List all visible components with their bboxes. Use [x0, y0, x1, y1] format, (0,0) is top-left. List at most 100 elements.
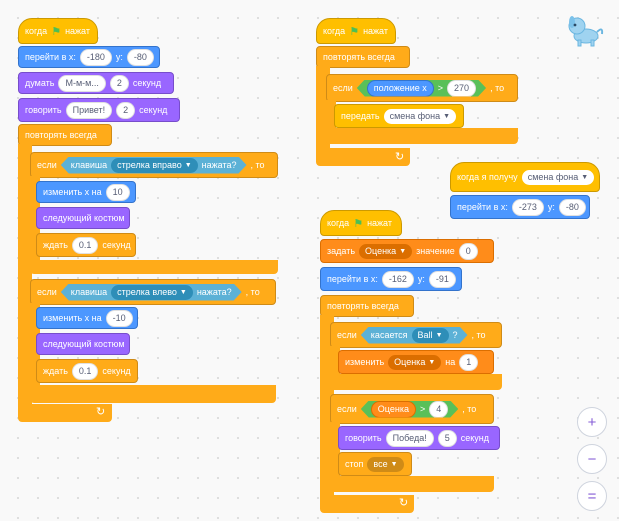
hat-label: когда: [327, 218, 350, 228]
when-flag-clicked-hat[interactable]: когда ⚑ нажат: [18, 18, 98, 44]
variable-dropdown[interactable]: Оценка▼: [388, 354, 442, 370]
touching-condition[interactable]: касается Ball▼ ?: [361, 327, 468, 344]
wait-label: ждать: [43, 240, 68, 250]
wait-block[interactable]: ждать 0.1 секунд: [36, 233, 136, 257]
broadcast-block[interactable]: передать смена фона▼: [334, 104, 464, 128]
goto-xy-block[interactable]: перейти в x: -162 y: -91: [320, 267, 462, 291]
zoom-out-button[interactable]: −: [577, 444, 607, 474]
think-for-secs-block[interactable]: думать М-м-м... 2 секунд: [18, 72, 174, 94]
key-dropdown[interactable]: стрелка влево▼: [111, 285, 193, 300]
key-dropdown[interactable]: стрелка вправо▼: [111, 158, 198, 173]
change-variable-block[interactable]: изменить Оценка▼ на 1: [338, 350, 494, 374]
when-flag-clicked-hat[interactable]: когда ⚑ нажат: [316, 18, 396, 44]
zoom-in-icon: +: [587, 413, 597, 431]
set-variable-block[interactable]: задать Оценка▼ значение 0: [320, 239, 494, 263]
if-then-block-2[interactable]: если Оценка > 4 , то: [330, 394, 494, 424]
if-footer: [330, 374, 502, 390]
hat-label-2: нажат: [367, 218, 392, 228]
loop-arrow-icon: ↻: [96, 406, 106, 418]
goto-x-input[interactable]: -162: [381, 270, 414, 288]
stop-dropdown[interactable]: все▼: [367, 456, 404, 472]
think-secs-input[interactable]: 2: [109, 74, 129, 92]
when-i-receive-hat[interactable]: когда я получу смена фона▼: [450, 162, 600, 192]
if-then-block[interactable]: если клавиша стрелка вправо▼ нажата? , т…: [30, 152, 278, 178]
forever-footer[interactable]: [316, 148, 410, 166]
set-value-input[interactable]: 0: [458, 242, 478, 260]
forever-label: повторять всегда: [327, 301, 399, 311]
say-secs-input[interactable]: 2: [116, 101, 136, 119]
x-position-reporter[interactable]: положение x: [367, 80, 434, 97]
goto-x-input[interactable]: -273: [511, 198, 544, 216]
goto-y-label: y:: [417, 274, 425, 284]
dropdown-caret-icon: ▼: [581, 173, 589, 181]
pressed-label: нажата?: [201, 160, 237, 170]
say-text-input[interactable]: Привет!: [65, 101, 113, 119]
forever-block[interactable]: повторять всегда: [316, 46, 410, 68]
say-text-input[interactable]: Победа!: [385, 429, 434, 447]
broadcast-dropdown[interactable]: смена фона▼: [383, 108, 457, 124]
green-flag-icon: ⚑: [353, 217, 364, 230]
greater-than-condition[interactable]: положение x > 270: [357, 80, 486, 97]
goto-xy-block[interactable]: перейти в x: -273 y: -80: [450, 195, 590, 219]
say-for-secs-block[interactable]: говорить Победа! 5 секунд: [338, 426, 500, 450]
goto-y-input[interactable]: -91: [428, 270, 456, 288]
forever-block[interactable]: повторять всегда: [18, 124, 112, 146]
wait-input[interactable]: 0.1: [71, 362, 99, 380]
gt-value-input[interactable]: 4: [429, 401, 448, 418]
wait-input[interactable]: 0.1: [71, 236, 99, 254]
goto-y-input[interactable]: -80: [126, 48, 154, 66]
wait-secs-label: секунд: [102, 240, 131, 250]
if-label: если: [337, 330, 357, 340]
key-pressed-condition[interactable]: клавиша стрелка вправо▼ нажата?: [61, 157, 247, 174]
forever-label: повторять всегда: [323, 52, 395, 62]
key-label: клавиша: [70, 287, 108, 297]
goto-y-input[interactable]: -80: [558, 198, 586, 216]
say-secs-input[interactable]: 5: [437, 429, 457, 447]
broadcast-label: передать: [341, 111, 380, 121]
say-for-secs-block[interactable]: говорить Привет! 2 секунд: [18, 98, 180, 122]
forever-block[interactable]: повторять всегда: [320, 295, 414, 317]
dropdown-caret-icon: ▼: [390, 460, 398, 468]
change-x-block[interactable]: изменить х на -10: [36, 307, 138, 329]
wait-block[interactable]: ждать 0.1 секунд: [36, 359, 138, 383]
when-flag-clicked-hat[interactable]: когда ⚑ нажат: [320, 210, 402, 236]
next-costume-block[interactable]: следующий костюм: [36, 207, 130, 229]
message-dropdown[interactable]: смена фона▼: [521, 169, 595, 185]
forever-label: повторять всегда: [25, 130, 97, 140]
change-x-input[interactable]: 10: [105, 183, 130, 201]
score-reporter[interactable]: Оценка: [371, 401, 416, 418]
think-text-input[interactable]: М-м-м...: [58, 74, 106, 92]
if-arm: [330, 422, 340, 478]
gt-value-input[interactable]: 270: [447, 80, 476, 97]
forever-footer[interactable]: [320, 495, 414, 513]
hat-label-2: нажат: [65, 26, 90, 36]
variable-dropdown[interactable]: Оценка▼: [359, 243, 413, 259]
if-then-block-2[interactable]: если клавиша стрелка влево▼ нажата? , то: [30, 279, 276, 305]
goto-label: перейти в x:: [457, 202, 508, 212]
dropdown-caret-icon: ▼: [428, 358, 436, 366]
think-label: думать: [25, 78, 55, 88]
key-value: стрелка вправо: [117, 160, 182, 170]
dropdown-caret-icon: ▼: [435, 331, 443, 339]
if-then-block[interactable]: если положение x > 270 , то: [326, 74, 518, 102]
change-x-input[interactable]: -10: [105, 309, 133, 327]
if-then-block[interactable]: если касается Ball▼ ? , то: [330, 322, 502, 348]
dropdown-caret-icon: ▼: [179, 288, 187, 296]
next-costume-block[interactable]: следующий костюм: [36, 333, 130, 355]
touching-dropdown[interactable]: Ball▼: [412, 328, 449, 343]
goto-xy-block[interactable]: перейти в x: -180 y: -80: [18, 46, 160, 68]
goto-x-input[interactable]: -180: [79, 48, 112, 66]
zoom-reset-button[interactable]: =: [577, 481, 607, 511]
forever-footer[interactable]: [18, 404, 112, 422]
stop-label: стоп: [345, 459, 364, 469]
if-arm: [30, 176, 40, 262]
greater-than-condition[interactable]: Оценка > 4: [361, 401, 458, 418]
change-value-input[interactable]: 1: [459, 353, 479, 371]
stop-block[interactable]: стоп все▼: [338, 452, 412, 476]
loop-arrow-icon: ↻: [395, 151, 405, 163]
key-pressed-condition[interactable]: клавиша стрелка влево▼ нажата?: [61, 284, 242, 301]
green-flag-icon: ⚑: [349, 25, 360, 38]
if-footer: [30, 385, 276, 403]
change-x-block[interactable]: изменить х на 10: [36, 181, 136, 203]
zoom-in-button[interactable]: +: [577, 407, 607, 437]
